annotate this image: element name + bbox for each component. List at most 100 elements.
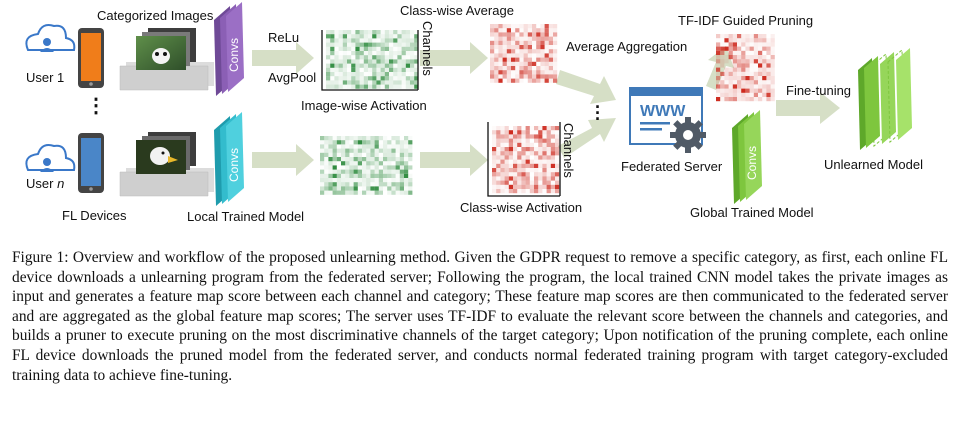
heatmap-cell	[372, 84, 377, 89]
heatmap-cell	[342, 72, 347, 77]
heatmap-cell	[716, 38, 720, 42]
heatmap-cell	[353, 169, 358, 174]
heatmap-cell	[525, 130, 530, 135]
heatmap-cell	[370, 169, 375, 174]
heatmap-cell	[548, 61, 553, 66]
heatmap-cell	[334, 38, 339, 43]
heatmap-cell	[384, 34, 389, 39]
heatmap-cell	[534, 138, 539, 143]
heatmap-cell	[553, 36, 558, 41]
tfidf-guided-pruning-label: TF-IDF Guided Pruning	[678, 13, 814, 28]
heatmap-cell	[362, 173, 367, 178]
heatmap-cell	[410, 84, 415, 89]
heatmap-cell	[500, 147, 505, 152]
heatmap-cell	[720, 46, 725, 51]
heatmap-cell	[401, 80, 406, 85]
heatmap-cell	[345, 157, 350, 162]
heatmap-cell	[536, 45, 541, 50]
heatmap-cell	[542, 151, 547, 156]
heatmap-cell	[383, 182, 388, 187]
heatmap-cell	[724, 67, 729, 72]
heatmap-cell	[404, 190, 409, 195]
heatmap-cell	[399, 190, 404, 195]
heatmap-cell	[324, 182, 329, 187]
heatmap-cell	[716, 76, 721, 81]
heatmap-cell	[405, 80, 410, 85]
heatmap-cell	[513, 147, 518, 152]
heatmap-cell	[496, 134, 501, 139]
heatmap-cell	[732, 84, 737, 89]
heatmap-cell	[494, 66, 499, 71]
heatmap-cell	[347, 30, 352, 35]
heatmap-cell	[347, 38, 352, 43]
heatmap-cell	[529, 147, 534, 152]
heatmap-cell	[534, 176, 539, 181]
heatmap-cell	[758, 67, 763, 72]
heatmap-cell	[517, 159, 522, 164]
heatmap-cell	[492, 176, 497, 181]
heatmap-cell	[337, 144, 341, 148]
heatmap-cell	[536, 70, 541, 75]
heatmap-cell	[357, 152, 362, 157]
heatmap-cell	[716, 80, 721, 85]
heatmap-cell	[762, 51, 766, 55]
heatmap-cell	[511, 40, 516, 45]
heatmap-cell	[324, 178, 329, 183]
heatmap-cell	[770, 92, 775, 97]
heatmap-cell	[353, 190, 358, 195]
heatmap-cell	[496, 189, 501, 194]
heatmap-cell	[515, 36, 520, 41]
heatmap-cell	[550, 151, 555, 156]
heatmap-cell	[548, 32, 553, 37]
heatmap-cell	[332, 173, 337, 178]
heatmap-cell	[511, 24, 516, 29]
heatmap-cell	[338, 34, 343, 39]
heatmap-cell	[521, 155, 526, 160]
heatmap-cell	[762, 55, 767, 60]
heatmap-cell	[766, 38, 771, 43]
heatmap-cell	[527, 40, 532, 45]
heatmap-cell	[366, 148, 371, 153]
heatmap-cell	[320, 190, 325, 195]
heatmap-cell	[546, 172, 551, 177]
heatmap-cell	[330, 42, 335, 47]
heatmap-cell	[370, 136, 375, 141]
heatmap-cell	[494, 74, 499, 79]
heatmap-cell	[351, 55, 355, 59]
heatmap-cell	[368, 38, 373, 43]
heatmap-cell	[523, 32, 528, 37]
heatmap-cell	[362, 190, 367, 195]
heatmap-cell	[496, 159, 501, 164]
heatmap-cell	[391, 152, 396, 157]
heatmap-cell	[351, 84, 356, 89]
heatmap-cell	[353, 182, 358, 187]
heatmap-cell	[749, 71, 754, 76]
heatmap-cell	[362, 153, 366, 157]
heatmap-cell	[376, 46, 381, 51]
heatmap-cell	[724, 97, 729, 102]
heatmap-cell	[349, 182, 354, 187]
heatmap-cell	[370, 186, 375, 191]
heatmap-cell	[553, 32, 558, 37]
heatmap-cell	[732, 76, 737, 81]
heatmap-cell	[536, 78, 541, 83]
heatmap-cell	[502, 28, 507, 33]
heatmap-cell	[391, 186, 396, 191]
heatmap-cell	[762, 46, 767, 51]
channels-label-top: Channels	[420, 21, 435, 76]
heatmap-cell	[391, 178, 396, 183]
heatmap-cell	[372, 67, 377, 72]
heatmap-cell	[536, 40, 541, 45]
heatmap-cell	[372, 46, 377, 51]
heatmap-cell	[366, 157, 371, 162]
heatmap-cell	[515, 40, 520, 45]
heatmap-cell	[332, 152, 337, 157]
heatmap-cell	[500, 163, 505, 168]
heatmap-cell	[405, 67, 410, 72]
heatmap-cell	[376, 59, 381, 64]
heatmap-cell	[508, 172, 513, 177]
heatmap-cell	[347, 55, 352, 60]
heatmap-cell	[384, 30, 389, 35]
heatmap-cell	[374, 152, 379, 157]
heatmap-cell	[749, 38, 754, 43]
